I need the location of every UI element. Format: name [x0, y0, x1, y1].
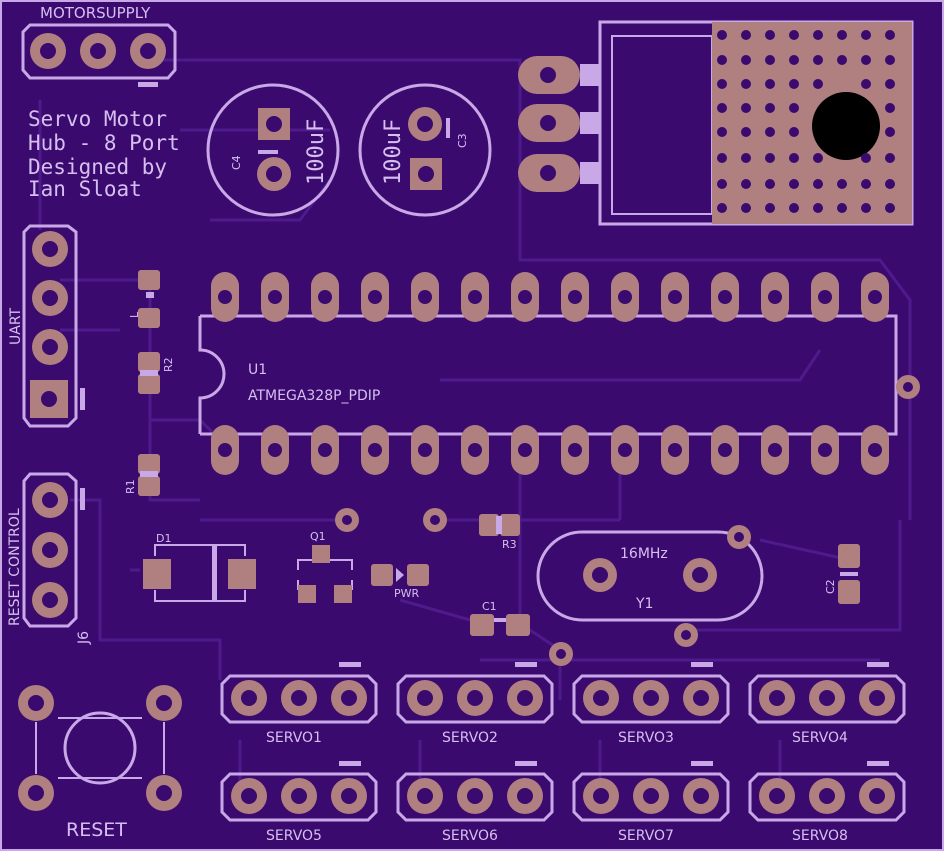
title-line-2: Hub - 8 Port: [28, 131, 180, 155]
c3-label: C3: [456, 133, 469, 148]
reset-label: RESET: [66, 819, 127, 841]
u1-ref-label: U1: [248, 362, 267, 378]
c4-value: 100uF: [304, 119, 329, 185]
servo-header-8: SERVO8: [748, 761, 906, 844]
servo2-label: SERVO2: [442, 730, 498, 746]
servo4-label: SERVO4: [792, 730, 848, 746]
servo7-label: SERVO7: [618, 828, 674, 844]
title-line-1: Servo Motor: [28, 107, 167, 131]
servo-header-6: SERVO6: [396, 761, 554, 844]
u1-bottom-pins: [211, 425, 889, 475]
d1-label: D1: [156, 532, 171, 545]
pwr-label: PWR: [394, 587, 420, 600]
servo3-label: SERVO3: [618, 730, 674, 746]
l-label: L: [128, 311, 141, 318]
motorsupply-header: MOTORSUPPLY: [21, 4, 177, 87]
servo5-label: SERVO5: [266, 828, 322, 844]
servo-header-4: SERVO4: [748, 662, 906, 746]
c2-label: C2: [824, 579, 837, 594]
microcontroller-u1: U1 ATMEGA328P_PDIP: [198, 272, 898, 475]
title-line-4: Ian Sloat: [28, 177, 142, 201]
crystal-ref-label: Y1: [635, 596, 653, 612]
capacitor-c2: C2: [824, 544, 860, 604]
diode-d1: D1: [143, 532, 256, 602]
crystal-y1: 16MHz Y1: [536, 530, 764, 622]
servo-header-2: SERVO2: [396, 662, 554, 746]
capacitor-c1: C1: [470, 600, 530, 636]
servo6-label: SERVO6: [442, 828, 498, 844]
motorsupply-label: MOTORSUPPLY: [40, 4, 151, 22]
board-title: Servo Motor Hub - 8 Port Designed by Ian…: [28, 107, 180, 201]
voltage-regulator: [518, 20, 914, 226]
c3-value: 100uF: [381, 119, 406, 185]
u1-value-label: ATMEGA328P_PDIP: [248, 388, 380, 404]
servo8-label: SERVO8: [792, 828, 848, 844]
capacitor-c3: C3 100uF: [358, 83, 492, 217]
servo1-label: SERVO1: [266, 730, 322, 746]
servo-header-1: SERVO1: [220, 662, 378, 746]
c1-label: C1: [482, 600, 497, 613]
servo-header-7: SERVO7: [572, 761, 730, 844]
servo-headers: SERVO1 SERVO2 SERVO3 SERVO4: [220, 662, 906, 844]
servo-header-3: SERVO3: [572, 662, 730, 746]
reset-control-header: RESET CONTROL J6: [7, 472, 92, 645]
pwr-led: PWR: [371, 564, 429, 600]
resistor-r1: R1: [124, 454, 160, 496]
u1-top-pins: [211, 272, 889, 322]
uart-label: UART: [8, 307, 24, 345]
capacitor-c4: C4 100uF: [206, 83, 340, 217]
uart-header: UART: [8, 224, 85, 428]
servo-header-5: SERVO5: [220, 761, 378, 844]
j6-label: J6: [76, 631, 92, 645]
r2-label: R2: [162, 357, 175, 372]
resistor-r3: R3: [479, 514, 520, 551]
inductor-l: L: [128, 270, 160, 328]
c4-label: C4: [230, 155, 243, 170]
r1-label: R1: [124, 479, 137, 494]
q1-label: Q1: [310, 530, 326, 543]
reset-control-label: RESET CONTROL: [7, 508, 23, 626]
crystal-freq-label: 16MHz: [620, 546, 668, 562]
title-line-3: Designed by: [28, 155, 167, 179]
r3-label: R3: [502, 538, 517, 551]
reset-button[interactable]: RESET: [18, 685, 182, 841]
resistor-r2: R2: [138, 352, 175, 394]
transistor-q1: Q1: [297, 530, 353, 603]
